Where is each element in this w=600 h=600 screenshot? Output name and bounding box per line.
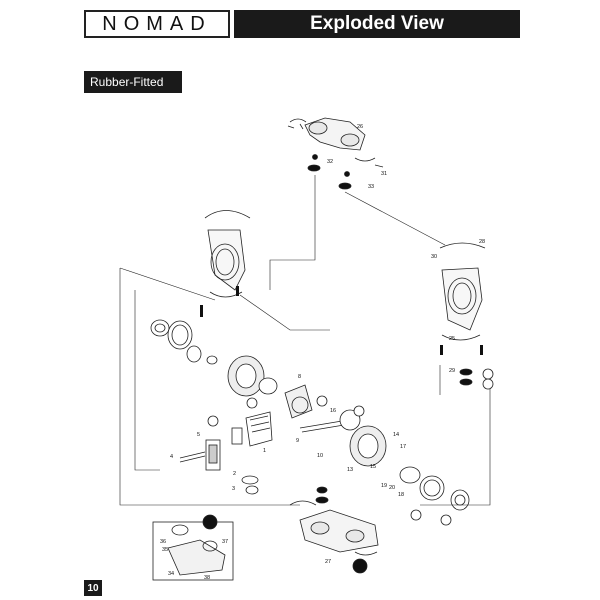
- callout-8: 8: [298, 374, 301, 380]
- circled-callouts: [202, 368, 494, 574]
- callout-38: 38: [204, 575, 210, 581]
- callout-1: 1: [263, 448, 266, 454]
- callout-35: 35: [162, 547, 168, 553]
- callout-4: 4: [170, 454, 173, 460]
- callout-10: 10: [317, 453, 323, 459]
- callout-9: 9: [296, 438, 299, 444]
- center-body: [179, 355, 351, 495]
- callout-3: 3: [232, 486, 235, 492]
- callout-31: 31: [381, 171, 387, 177]
- callout-37: 37: [222, 539, 228, 545]
- callout-16: 16: [330, 408, 336, 414]
- callout-14: 14: [393, 432, 399, 438]
- callout-32: 32: [327, 159, 333, 165]
- left-diaphragm-assembly: [150, 319, 218, 365]
- nomad-logo: NOMAD: [84, 10, 230, 38]
- detail-b-marker-top: B: [207, 521, 212, 527]
- callout-15: 15: [370, 464, 376, 470]
- callout-33: 33: [368, 184, 374, 190]
- callout-34: 34: [168, 571, 174, 577]
- callout-36: 36: [160, 539, 166, 545]
- callout-18: 18: [398, 492, 404, 498]
- page-number: 10: [84, 580, 102, 596]
- callout-26: 26: [357, 124, 363, 130]
- callout-5: 5: [197, 432, 200, 438]
- inlet-manifold: [289, 486, 379, 556]
- callout-13: 13: [347, 467, 353, 473]
- callout-30: 30: [431, 254, 437, 260]
- callout-28: 28: [479, 239, 485, 245]
- leader-lines: [119, 175, 491, 506]
- callout-2: 2: [233, 471, 236, 477]
- callout-27: 27: [325, 559, 331, 565]
- callout-25: 25: [449, 336, 455, 342]
- right-outer-chamber: [439, 242, 486, 386]
- left-outer-chamber: [200, 210, 251, 317]
- page-title: Exploded View: [234, 10, 520, 38]
- callout-20: 20: [389, 485, 395, 491]
- callout-29: 29: [449, 368, 455, 374]
- right-diaphragm-assembly: [339, 409, 470, 511]
- inset-detail-b: [152, 521, 234, 581]
- callout-19: 19: [381, 483, 387, 489]
- callout-17: 17: [400, 444, 406, 450]
- discharge-manifold: [287, 117, 384, 190]
- section-label: Rubber-Fitted: [84, 71, 182, 93]
- detail-b-marker-bottom: B: [357, 565, 362, 571]
